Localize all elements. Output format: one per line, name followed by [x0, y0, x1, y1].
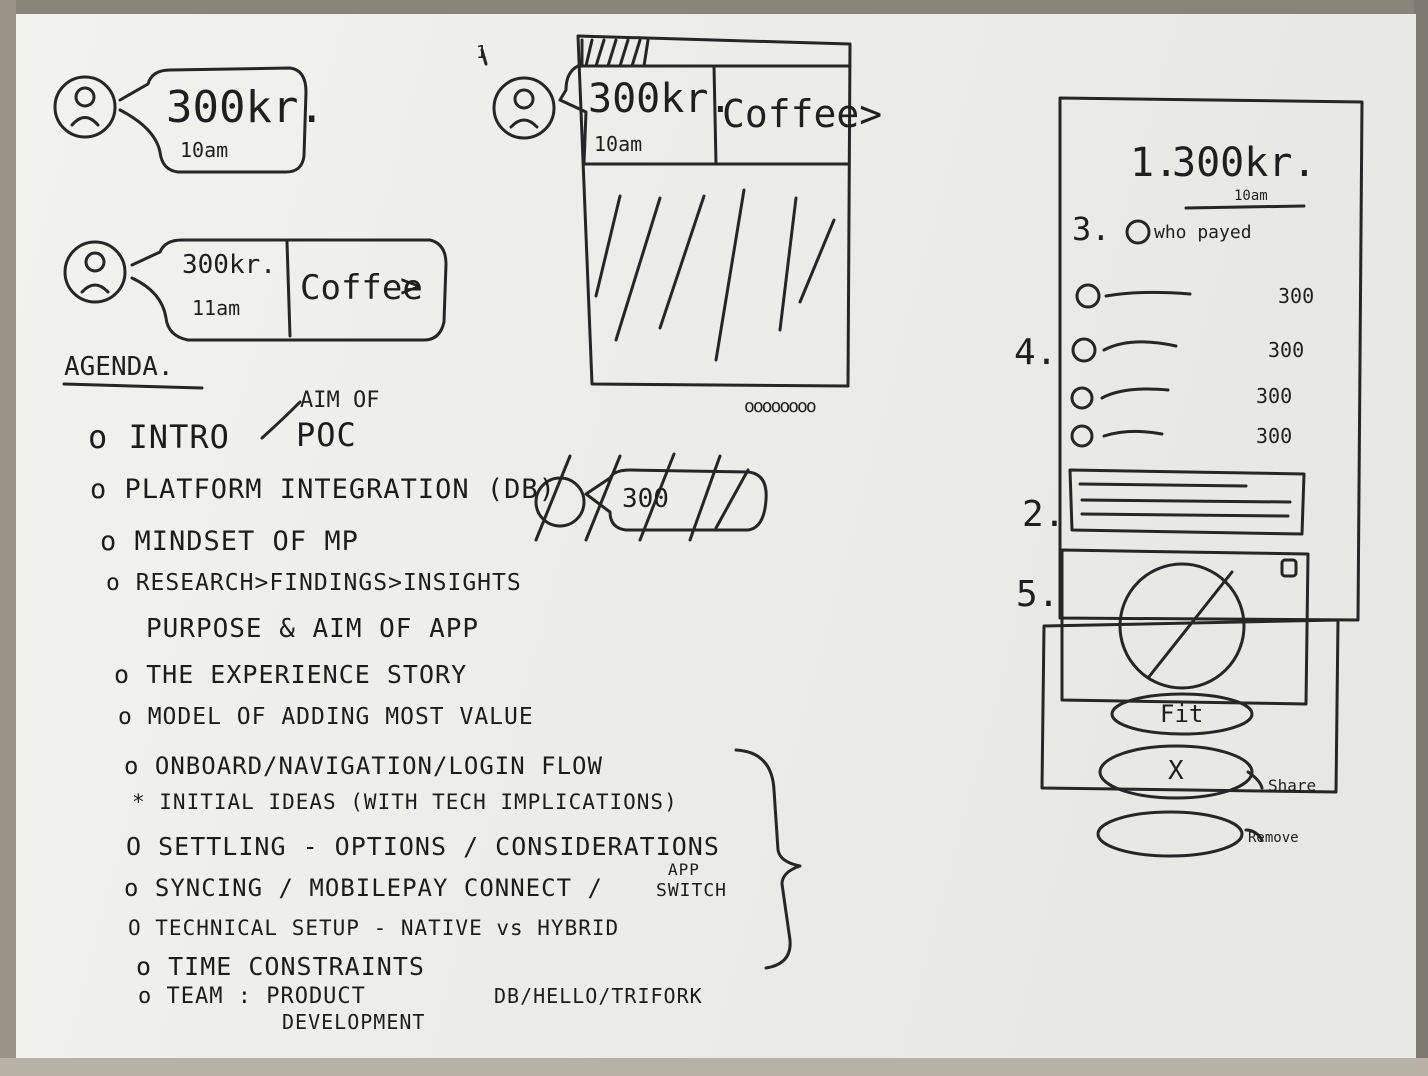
- center-card-label: Coffee>: [722, 92, 883, 136]
- agenda-item-extra: SWITCH: [656, 880, 728, 901]
- agenda-item: o THE EXPERIENCE STORY: [114, 660, 468, 689]
- board-frame-bottom: [0, 1058, 1428, 1076]
- agenda-item-extra: DEVELOPMENT: [282, 1010, 426, 1034]
- center-card-amount: 300kr.: [588, 76, 733, 122]
- avatar-icon: [53, 75, 117, 139]
- agenda-item: * INITIAL IDEAS (WITH TECH IMPLICATIONS): [132, 790, 678, 814]
- card1-time: 10am: [180, 138, 229, 162]
- agenda-item: o TIME CONSTRAINTS: [136, 952, 425, 981]
- agenda-item: PURPOSE & AIM OF APP: [146, 614, 480, 644]
- agenda-item: O TECHNICAL SETUP - NATIVE vs HYBRID: [128, 916, 620, 940]
- agenda-item: o TEAM : PRODUCT: [138, 984, 366, 1009]
- row-value: 300: [1268, 338, 1305, 362]
- avatar-icon: [492, 76, 556, 140]
- agenda-item: o INTRO: [88, 418, 230, 456]
- row-value: 300: [1278, 284, 1315, 308]
- pager-dots: oooooooo: [744, 396, 817, 417]
- item3-text: who payed: [1154, 222, 1252, 243]
- item3-number: 3.: [1072, 210, 1111, 248]
- card2-arrow: >: [400, 266, 421, 306]
- card2-amount: 300kr.: [182, 250, 276, 280]
- agenda-item-extra: POC: [296, 416, 357, 454]
- item1-number: 1.: [1130, 140, 1179, 186]
- close-icon: X: [1168, 756, 1184, 786]
- row-value: 300: [1256, 424, 1293, 448]
- agenda-item: o MINDSET OF MP: [100, 526, 359, 557]
- center-card-time: 10am: [594, 132, 643, 156]
- board-frame-right: [1414, 0, 1428, 1076]
- pill-amount: 300: [622, 484, 669, 514]
- item2-number: 2.: [1022, 494, 1066, 535]
- aim-of-note: AIM OF: [300, 388, 380, 413]
- share-label: Share: [1268, 776, 1317, 795]
- agenda-item-extra: APP: [668, 860, 700, 879]
- item1-time: 10am: [1234, 188, 1268, 204]
- agenda-item: o SYNCING / MOBILEPAY CONNECT /: [124, 874, 603, 902]
- item4-number: 4.: [1014, 332, 1058, 373]
- whiteboard: [16, 14, 1416, 1060]
- agenda-heading: AGENDA.: [64, 352, 174, 382]
- card2-label: Coffee: [300, 268, 423, 308]
- item1-amount: 300kr.: [1172, 140, 1317, 186]
- card1-amount: 300kr.: [166, 82, 325, 133]
- avatar-icon: [63, 240, 127, 304]
- agenda-item: O SETTLING - OPTIONS / CONSIDERATIONS: [126, 832, 720, 861]
- board-frame-left: [0, 0, 16, 1076]
- card2-time: 11am: [192, 296, 241, 320]
- agenda-item-extra: DB/HELLO/TRIFORK: [494, 984, 703, 1008]
- agenda-item: o MODEL OF ADDING MOST VALUE: [118, 704, 534, 730]
- sketch-number: 1: [476, 42, 487, 63]
- item5-number: 5.: [1016, 574, 1060, 615]
- row-value: 300: [1256, 384, 1293, 408]
- agenda-item: o RESEARCH>FINDINGS>INSIGHTS: [106, 570, 522, 596]
- agenda-item: o ONBOARD/NAVIGATION/LOGIN FLOW: [124, 752, 603, 780]
- fit-button-label: Fit: [1160, 700, 1204, 728]
- agenda-item: o PLATFORM INTEGRATION (DB): [90, 474, 556, 505]
- remove-label: Remove: [1248, 830, 1299, 846]
